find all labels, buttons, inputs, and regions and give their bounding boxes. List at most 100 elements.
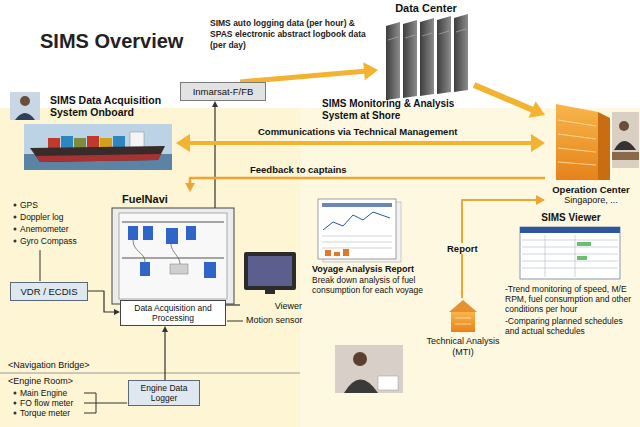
arrow-head xyxy=(162,326,168,332)
report-thumbnail xyxy=(323,212,390,230)
viewer-screenshot xyxy=(520,227,620,279)
process-box: Data Acquisition and Processing xyxy=(120,300,226,326)
sensor-wire xyxy=(84,393,127,413)
report-thumbnail xyxy=(334,252,340,256)
node-heading: Viewer xyxy=(275,301,302,312)
server-rack xyxy=(386,22,400,100)
node-body: -Comparing planned schedules and actual … xyxy=(505,316,637,336)
viewer-screenshot xyxy=(522,240,618,241)
note-label: Motion sensor xyxy=(246,315,303,326)
server-rack xyxy=(454,14,468,92)
viewer-screenshot xyxy=(575,235,576,277)
node-heading: Voyage Analysis Report xyxy=(312,264,440,275)
note-label: FO flow meter xyxy=(20,398,73,408)
divider-line xyxy=(0,373,300,374)
note-label: Torque meter xyxy=(20,408,70,418)
node-heading: FuelNavi xyxy=(122,192,240,206)
note-label: <Navigation Bridge> xyxy=(8,360,90,371)
meeting-photo xyxy=(619,121,629,131)
viewer-screenshot xyxy=(522,247,618,248)
viewer-screenshot xyxy=(577,256,587,260)
operation-center: Operation CenterSingapore, ... xyxy=(545,98,637,206)
report-thumbnail xyxy=(325,250,331,256)
building-icon xyxy=(556,104,598,180)
node-heading: Technical Analysis (MTI) xyxy=(424,336,502,358)
ship-photo xyxy=(100,138,112,148)
viewer-screenshot xyxy=(522,261,618,262)
viewer-screenshot xyxy=(577,242,591,246)
bullet-dot xyxy=(14,412,17,415)
node-heading: VDR / ECDIS xyxy=(14,286,84,297)
report-thumbnail xyxy=(322,248,392,249)
monitor-icon xyxy=(265,290,275,294)
bullet-dot xyxy=(14,204,17,207)
report-thumbnail xyxy=(318,199,396,259)
ship-photo xyxy=(36,154,161,162)
bullet-dot xyxy=(14,402,17,405)
operator-photo xyxy=(10,92,40,120)
operator-photo xyxy=(10,92,40,120)
meeting-photo xyxy=(612,112,639,168)
viewer-screenshot xyxy=(520,227,620,279)
cabinet-unit xyxy=(140,262,150,276)
edge-label: Report xyxy=(445,243,480,254)
server-node: Data Center xyxy=(378,2,474,102)
viewer-screenshot xyxy=(545,235,546,277)
analyst-icon xyxy=(451,312,475,332)
server-rack xyxy=(456,29,466,32)
node-heading: SIMS Viewer xyxy=(505,212,637,224)
building-icon xyxy=(558,148,596,152)
cabinet-unit xyxy=(119,213,227,299)
cabinet-unit xyxy=(166,228,178,244)
viewer-screenshot xyxy=(522,254,618,255)
note-label: Main Engine xyxy=(20,388,67,398)
note-label: Gyro Compass xyxy=(20,236,77,246)
ship-photo xyxy=(24,124,172,170)
cream-ground xyxy=(0,108,640,427)
node-heading: Inmarsat-F/FB xyxy=(185,86,261,97)
connector-arrow xyxy=(240,71,367,82)
node-body: Break down analysis of fuel consumption … xyxy=(312,275,440,295)
ship-photo xyxy=(30,146,165,162)
analyst-photo xyxy=(378,376,398,390)
region-heading: SIMS Monitoring & Analysis System at Sho… xyxy=(322,98,472,122)
arrow-head xyxy=(185,183,195,192)
analyst-photo xyxy=(335,345,403,393)
server-rack xyxy=(403,20,417,98)
sensor-wire xyxy=(40,250,41,281)
analysis-node: Technical Analysis (MTI) xyxy=(424,298,502,364)
server-rack xyxy=(437,16,451,94)
cabinet-unit xyxy=(204,262,216,278)
note-label: GPS xyxy=(20,200,38,210)
arrow-head xyxy=(176,134,190,152)
device-box: Engine Data Logger xyxy=(128,380,200,406)
analyst-photo xyxy=(353,352,367,366)
report-thumbnail xyxy=(322,242,392,243)
operator-photo xyxy=(15,113,35,120)
cabinet-unit xyxy=(143,226,153,240)
meeting-photo xyxy=(612,112,639,168)
cabinet-node: FuelNaviData Acquisition and Processing xyxy=(108,192,240,328)
building-icon xyxy=(598,112,610,180)
edge-label: SIMS auto logging data (per hour) & SPAS… xyxy=(210,18,375,51)
arrow-head xyxy=(363,62,378,80)
report-thumbnail xyxy=(322,236,392,237)
server-rack xyxy=(405,35,415,38)
analyst-icon xyxy=(455,318,471,319)
note-label: <Engine Room> xyxy=(8,376,73,387)
title-text: SIMS Overview xyxy=(40,30,183,53)
cabinet-unit xyxy=(186,226,196,240)
analyst-photo xyxy=(344,380,378,394)
cabinet-unit xyxy=(122,257,224,259)
viewer-panel: SIMS Viewer-Trend monitoring of speed, M… xyxy=(505,212,637,336)
note-label: Doppler log xyxy=(20,212,63,222)
building-icon xyxy=(558,162,596,165)
arrow-head xyxy=(536,195,545,205)
server-rack xyxy=(439,31,449,34)
cabinet-unit xyxy=(170,264,188,274)
ship-photo xyxy=(61,136,73,148)
report-thumbnail xyxy=(343,249,349,256)
report-node: Voyage Analysis ReportBreak down analysi… xyxy=(312,196,440,300)
note-label: Anemometer xyxy=(20,224,69,234)
node-heading: Data Center xyxy=(378,2,474,15)
